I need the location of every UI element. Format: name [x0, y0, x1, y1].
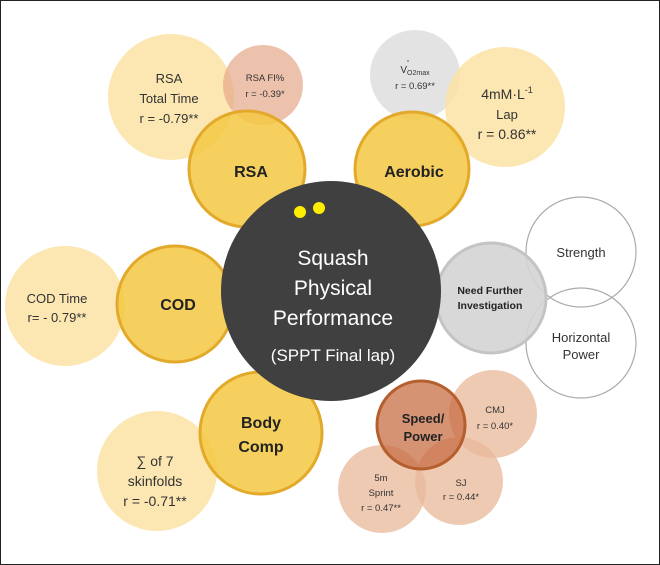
center-title-line4: (SPPT Final lap) — [271, 346, 395, 365]
body-comp-label2: Comp — [238, 439, 284, 456]
sprint-line2: Sprint — [369, 488, 394, 499]
aerobic-lap-line1: 4mM·L-1 — [481, 85, 533, 102]
skinfolds-line3: r = -0.71** — [123, 493, 187, 509]
aerobic-label: Aerobic — [384, 164, 444, 181]
strength-label: Strength — [556, 245, 605, 260]
rsa-fi-circle — [223, 45, 303, 125]
sprint-line1: 5m — [374, 473, 387, 484]
rsa-fi-line2: r = -0.39* — [245, 89, 285, 100]
strength-circle — [525, 196, 637, 308]
cmj-circle — [449, 370, 537, 458]
cod-label: COD — [160, 297, 196, 314]
cod-time-line2: r= - 0.79** — [28, 310, 87, 325]
center-title-line1: Squash — [297, 247, 368, 270]
speed-power-label1: Speed/ — [402, 411, 445, 426]
skinfolds-circle — [97, 411, 217, 531]
need-further-circle — [434, 241, 548, 355]
center-circle — [221, 181, 441, 401]
horizontal-power-line1: Horizontal — [552, 330, 611, 345]
vo2-circle — [370, 30, 460, 120]
center-title-line2: Physical — [294, 277, 372, 300]
vo2-dot: · — [406, 53, 410, 67]
rsa-label: RSA — [234, 164, 268, 181]
horizontal-power-line2: Power — [563, 347, 601, 362]
speed-power-label2: Power — [403, 429, 442, 444]
rsa-total-time-line2: Total Time — [139, 91, 198, 106]
rsa-fi-line1: RSA FI% — [246, 73, 285, 84]
body-comp-label1: Body — [241, 415, 281, 432]
rsa-total-time-line1: RSA — [156, 71, 183, 86]
vo2-line1: VO2max — [400, 65, 430, 77]
sprint-line3: r = 0.47** — [361, 503, 401, 514]
cod-time-circle — [5, 246, 125, 366]
aerobic-lap-line2: Lap — [496, 107, 518, 122]
aerobic-lap-circle — [445, 47, 565, 167]
sj-line2: r = 0.44* — [443, 492, 479, 503]
speed-power-circle — [375, 379, 467, 471]
center-title-line3: Performance — [273, 307, 393, 330]
aerobic-lap-line3: r = 0.86** — [478, 126, 537, 142]
horizontal-power-circle — [525, 287, 637, 399]
need-further-label2: Investigation — [458, 300, 523, 312]
skinfolds-line2: skinfolds — [128, 473, 182, 489]
cmj-line1: CMJ — [485, 405, 505, 416]
sj-line1: SJ — [455, 478, 466, 489]
skinfolds-line1: ∑ of 7 — [136, 453, 173, 469]
rsa-total-time-line3: r = -0.79** — [140, 111, 199, 126]
yellow-dot-right — [313, 202, 325, 214]
cmj-line2: r = 0.40* — [477, 421, 513, 432]
yellow-dot-left — [294, 206, 306, 218]
rsa-total-time-circle — [108, 34, 234, 160]
need-further-label1: Need Further — [457, 285, 522, 297]
vo2-line2: r = 0.69** — [395, 81, 435, 92]
cod-time-line1: COD Time — [27, 291, 88, 306]
